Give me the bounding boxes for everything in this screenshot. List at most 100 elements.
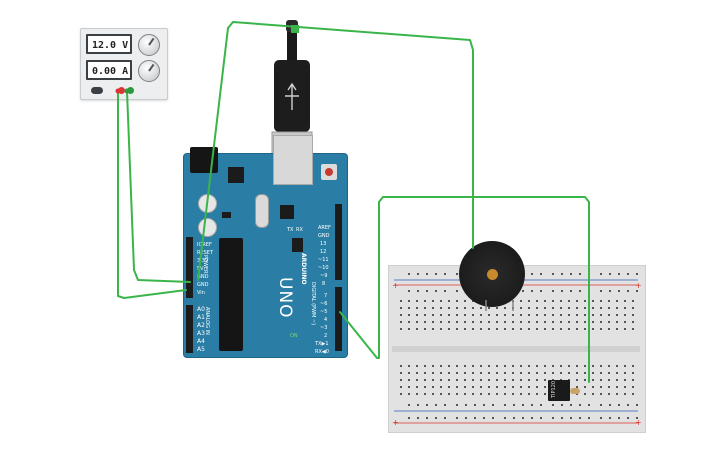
breadboard-hole[interactable] xyxy=(504,379,506,381)
breadboard-hole[interactable] xyxy=(480,328,482,330)
rail-hole[interactable] xyxy=(579,417,581,419)
breadboard-hole[interactable] xyxy=(528,300,530,302)
rail-hole[interactable] xyxy=(552,417,554,419)
breadboard-hole[interactable] xyxy=(544,300,546,302)
breadboard-hole[interactable] xyxy=(448,386,450,388)
rail-hole[interactable] xyxy=(426,273,428,275)
breadboard-hole[interactable] xyxy=(600,307,602,309)
rail-hole[interactable] xyxy=(531,290,533,292)
breadboard-hole[interactable] xyxy=(552,365,554,367)
breadboard-hole[interactable] xyxy=(576,393,578,395)
rail-hole[interactable] xyxy=(609,417,611,419)
breadboard-hole[interactable] xyxy=(520,321,522,323)
rail-hole[interactable] xyxy=(618,417,620,419)
breadboard-hole[interactable] xyxy=(632,372,634,374)
piezo-buzzer[interactable] xyxy=(459,241,525,307)
breadboard-hole[interactable] xyxy=(536,365,538,367)
breadboard-hole[interactable] xyxy=(480,393,482,395)
rail-hole[interactable] xyxy=(609,290,611,292)
breadboard-hole[interactable] xyxy=(496,314,498,316)
breadboard-hole[interactable] xyxy=(464,372,466,374)
breadboard-hole[interactable] xyxy=(488,328,490,330)
breadboard-hole[interactable] xyxy=(568,365,570,367)
rail-hole[interactable] xyxy=(540,273,542,275)
breadboard-hole[interactable] xyxy=(432,328,434,330)
breadboard-hole[interactable] xyxy=(408,372,410,374)
breadboard-hole[interactable] xyxy=(408,365,410,367)
breadboard-hole[interactable] xyxy=(472,307,474,309)
breadboard-hole[interactable] xyxy=(480,386,482,388)
breadboard-hole[interactable] xyxy=(416,372,418,374)
breadboard-hole[interactable] xyxy=(488,379,490,381)
breadboard-hole[interactable] xyxy=(592,328,594,330)
breadboard-hole[interactable] xyxy=(544,307,546,309)
breadboard-hole[interactable] xyxy=(592,321,594,323)
breadboard-hole[interactable] xyxy=(608,314,610,316)
breadboard-hole[interactable] xyxy=(528,365,530,367)
rail-hole[interactable] xyxy=(492,404,494,406)
breadboard-hole[interactable] xyxy=(464,379,466,381)
breadboard-hole[interactable] xyxy=(576,365,578,367)
rail-hole[interactable] xyxy=(561,273,563,275)
breadboard-hole[interactable] xyxy=(400,300,402,302)
breadboard-hole[interactable] xyxy=(408,314,410,316)
breadboard-hole[interactable] xyxy=(464,307,466,309)
rail-hole[interactable] xyxy=(465,417,467,419)
breadboard-hole[interactable] xyxy=(576,300,578,302)
positive-terminal[interactable] xyxy=(118,87,125,94)
rail-hole[interactable] xyxy=(408,290,410,292)
breadboard-hole[interactable] xyxy=(416,300,418,302)
breadboard-hole[interactable] xyxy=(592,386,594,388)
breadboard-hole[interactable] xyxy=(616,393,618,395)
breadboard-hole[interactable] xyxy=(496,379,498,381)
breadboard-hole[interactable] xyxy=(416,386,418,388)
arduino-board[interactable] xyxy=(183,153,348,358)
rail-hole[interactable] xyxy=(609,404,611,406)
digital-header-top[interactable] xyxy=(335,204,342,280)
breadboard-hole[interactable] xyxy=(464,386,466,388)
rail-hole[interactable] xyxy=(600,417,602,419)
breadboard-hole[interactable] xyxy=(472,372,474,374)
rail-hole[interactable] xyxy=(456,404,458,406)
rail-hole[interactable] xyxy=(408,404,410,406)
voltage-knob[interactable] xyxy=(138,34,160,56)
breadboard-hole[interactable] xyxy=(440,379,442,381)
rail-hole[interactable] xyxy=(513,417,515,419)
rail-hole[interactable] xyxy=(408,417,410,419)
rail-hole[interactable] xyxy=(444,417,446,419)
breadboard-hole[interactable] xyxy=(432,321,434,323)
rail-hole[interactable] xyxy=(588,404,590,406)
breadboard-hole[interactable] xyxy=(488,386,490,388)
rail-hole[interactable] xyxy=(483,404,485,406)
breadboard-hole[interactable] xyxy=(624,307,626,309)
breadboard-hole[interactable] xyxy=(512,328,514,330)
breadboard-hole[interactable] xyxy=(616,314,618,316)
rail-hole[interactable] xyxy=(618,273,620,275)
rail-hole[interactable] xyxy=(522,417,524,419)
breadboard-hole[interactable] xyxy=(456,386,458,388)
rail-hole[interactable] xyxy=(444,273,446,275)
breadboard-hole[interactable] xyxy=(544,365,546,367)
breadboard-hole[interactable] xyxy=(616,328,618,330)
rail-hole[interactable] xyxy=(531,273,533,275)
breadboard-hole[interactable] xyxy=(536,328,538,330)
reset-button[interactable] xyxy=(321,164,337,180)
breadboard-hole[interactable] xyxy=(400,365,402,367)
breadboard-hole[interactable] xyxy=(400,328,402,330)
breadboard-hole[interactable] xyxy=(416,328,418,330)
negative-terminal[interactable] xyxy=(127,87,134,94)
breadboard-hole[interactable] xyxy=(496,393,498,395)
breadboard-hole[interactable] xyxy=(400,386,402,388)
breadboard-hole[interactable] xyxy=(424,321,426,323)
breadboard-hole[interactable] xyxy=(584,393,586,395)
breadboard-hole[interactable] xyxy=(552,321,554,323)
breadboard-hole[interactable] xyxy=(424,393,426,395)
breadboard-hole[interactable] xyxy=(512,314,514,316)
breadboard-hole[interactable] xyxy=(496,365,498,367)
breadboard-hole[interactable] xyxy=(512,365,514,367)
breadboard-hole[interactable] xyxy=(488,321,490,323)
breadboard-hole[interactable] xyxy=(456,314,458,316)
breadboard-hole[interactable] xyxy=(504,328,506,330)
breadboard-hole[interactable] xyxy=(600,372,602,374)
